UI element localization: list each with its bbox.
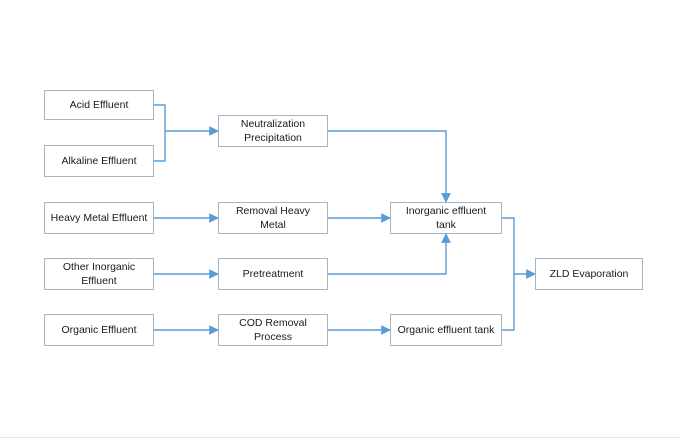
node-acid-effluent: Acid Effluent <box>44 90 154 120</box>
node-neutralization-precipitation: Neutralization Precipitation <box>218 115 328 147</box>
connector-alkaline-to-neutralization <box>154 131 166 162</box>
node-inorganic-effluent-tank: Inorganic effluent tank <box>390 202 502 234</box>
node-cod-removal-process: COD Removal Process <box>218 314 328 346</box>
node-heavy-metal-effluent: Heavy Metal Effluent <box>44 202 154 234</box>
connector-inorganic_tank-to-zld <box>502 217 536 279</box>
node-pretreatment: Pretreatment <box>218 258 328 290</box>
connector-neutralization-to-inorganic_tank <box>328 130 451 203</box>
node-alkaline-effluent: Alkaline Effluent <box>44 145 154 177</box>
node-zld-evaporation: ZLD Evaporation <box>535 258 643 290</box>
node-removal-heavy-metal: Removal Heavy Metal <box>218 202 328 234</box>
node-organic-effluent: Organic Effluent <box>44 314 154 346</box>
node-other-inorganic-effluent: Other Inorganic Effluent <box>44 258 154 290</box>
bottom-divider <box>0 437 680 438</box>
node-organic-effluent-tank: Organic effluent tank <box>390 314 502 346</box>
connector-acid-to-neutralization <box>154 104 219 136</box>
connector-pretreatment-to-inorganic_tank <box>328 233 451 275</box>
connector-organic_tank-to-zld <box>502 274 515 331</box>
